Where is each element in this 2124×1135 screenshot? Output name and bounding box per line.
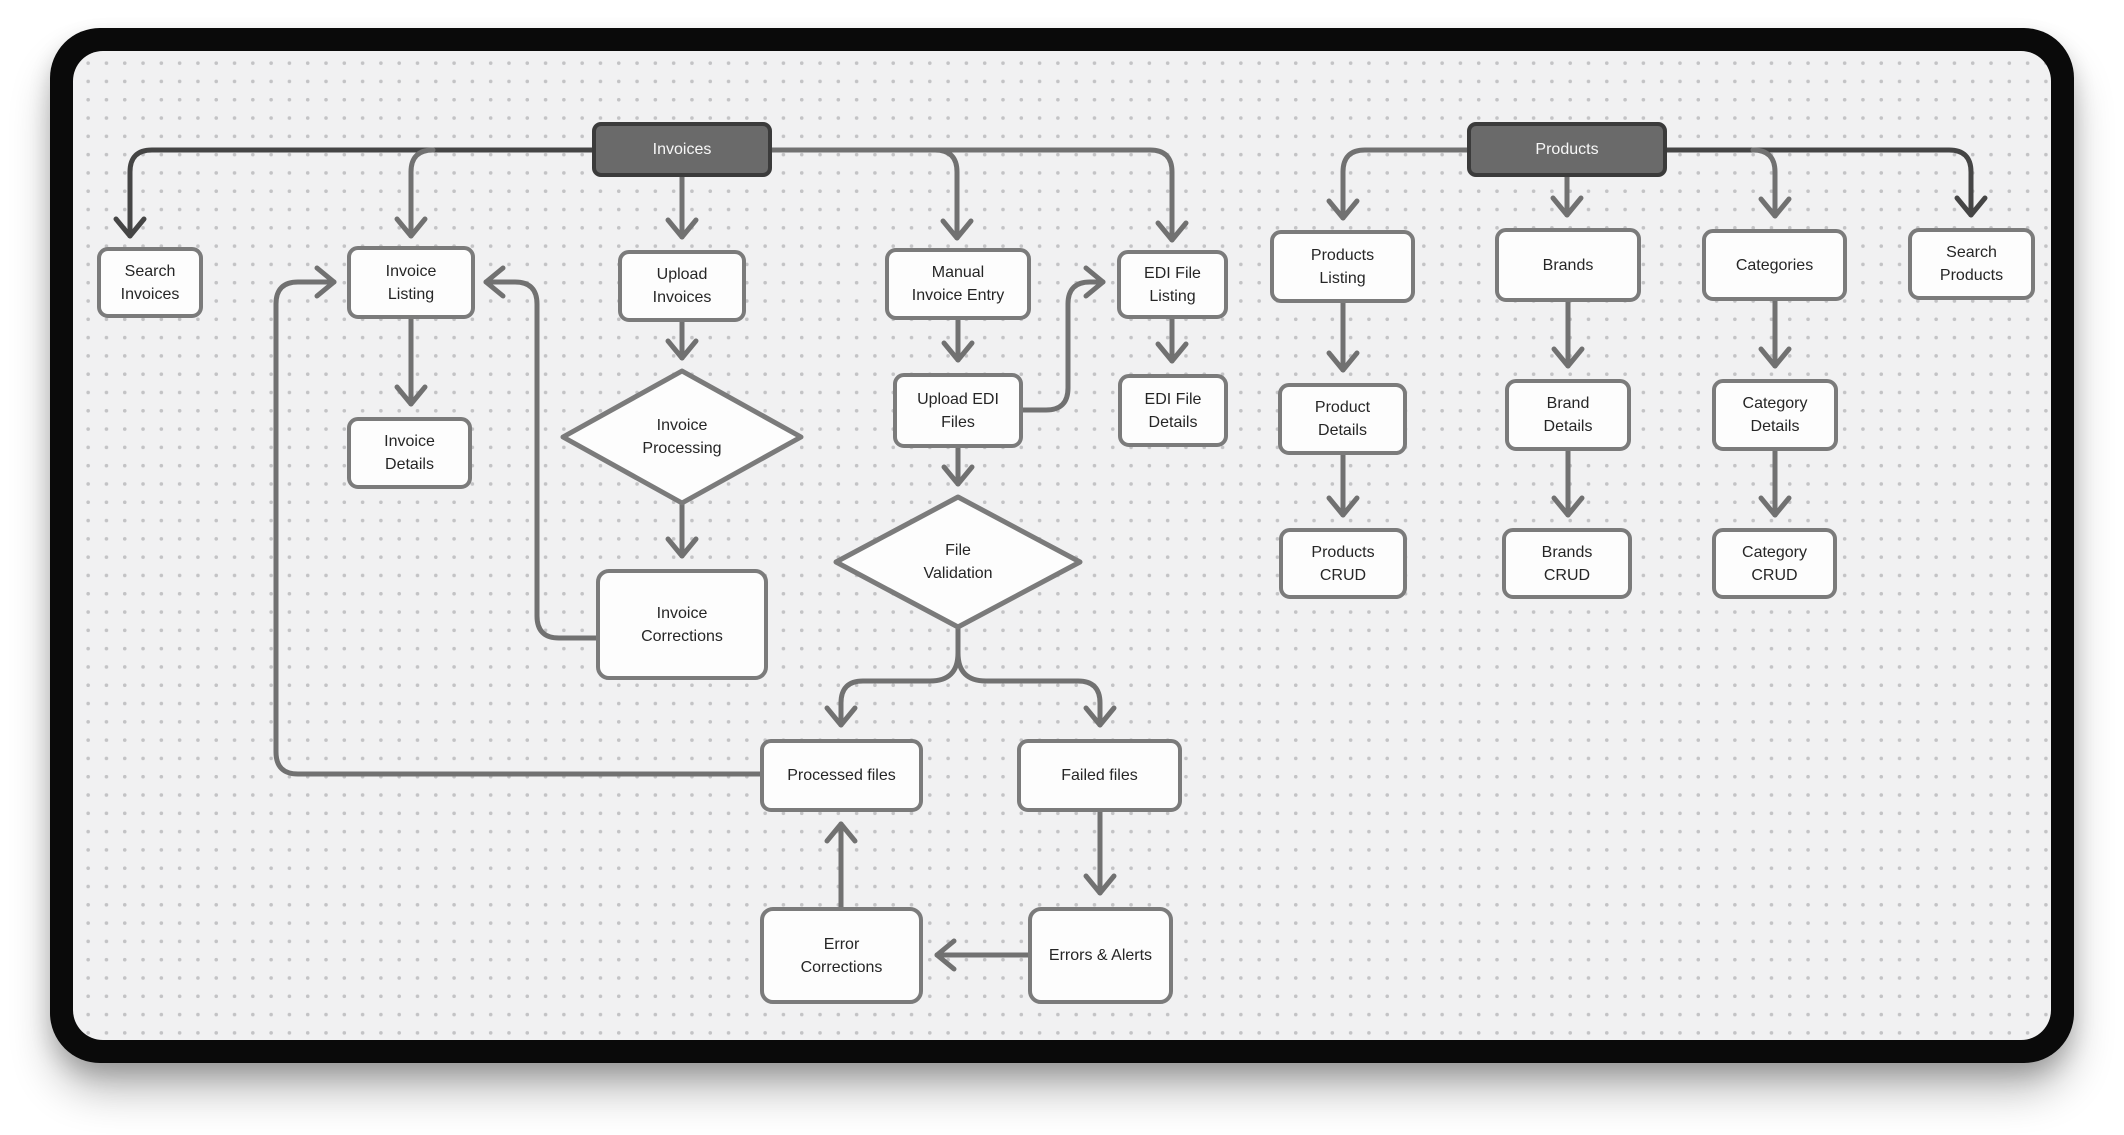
node-file-validation-shape[interactable] (833, 494, 1083, 630)
node-brands[interactable]: Brands (1495, 228, 1641, 302)
node-category-details[interactable]: Category Details (1712, 379, 1838, 451)
node-invoice-details[interactable]: Invoice Details (347, 417, 472, 489)
edge-products-to-categories (1750, 147, 1792, 219)
edge-invoices-to-edi-file-listing (769, 147, 1189, 243)
edge-processed-files-to-invoice-listing (273, 265, 763, 777)
header-products[interactable]: Products (1467, 122, 1667, 177)
node-products-listing[interactable]: Products Listing (1270, 230, 1415, 303)
node-file-validation-label[interactable]: File Validation (923, 542, 993, 582)
node-categories[interactable]: Categories (1702, 229, 1847, 301)
node-manual-invoice-entry[interactable]: Manual Invoice Entry (885, 248, 1031, 320)
node-brands-crud[interactable]: Brands CRUD (1502, 528, 1632, 599)
node-invoice-processing-label[interactable]: Invoice Processing (642, 417, 722, 457)
node-search-invoices[interactable]: Search Invoices (97, 247, 203, 318)
node-product-details[interactable]: Product Details (1278, 383, 1407, 455)
header-invoices[interactable]: Invoices (592, 122, 772, 177)
node-brand-details[interactable]: Brand Details (1505, 379, 1631, 451)
node-error-corrections[interactable]: Error Corrections (760, 907, 923, 1004)
node-invoice-listing[interactable]: Invoice Listing (347, 246, 475, 319)
edge-invoices-to-manual-invoice-entry (932, 147, 974, 241)
node-search-products[interactable]: Search Products (1908, 228, 2035, 300)
edge-products-to-search-products (1664, 147, 1988, 218)
edge-invoices-to-invoice-listing (394, 147, 436, 239)
edge-products-to-products-listing (1326, 147, 1470, 221)
node-edi-file-listing[interactable]: EDI File Listing (1117, 250, 1228, 319)
node-errors-alerts[interactable]: Errors & Alerts (1028, 907, 1173, 1004)
node-processed-files[interactable]: Processed files (760, 739, 923, 812)
node-invoice-corrections[interactable]: Invoice Corrections (596, 569, 768, 680)
edge-file-validation-to-failed-files (955, 624, 1117, 728)
node-edi-file-details[interactable]: EDI File Details (1118, 374, 1228, 447)
edge-invoice-corrections-to-invoice-listing (483, 265, 599, 641)
node-failed-files[interactable]: Failed files (1017, 739, 1182, 812)
edge-invoices-to-search-invoices (113, 147, 595, 239)
edge-upload-edi-files-to-edi-file-listing (1020, 265, 1106, 413)
node-products-crud[interactable]: Products CRUD (1279, 528, 1407, 599)
edge-file-validation-to-processed-files (824, 624, 961, 728)
node-upload-invoices[interactable]: Upload Invoices (618, 250, 746, 322)
node-upload-edi-files[interactable]: Upload EDI Files (893, 373, 1023, 448)
node-category-crud[interactable]: Category CRUD (1712, 528, 1837, 599)
node-invoice-processing-shape[interactable] (560, 368, 804, 506)
